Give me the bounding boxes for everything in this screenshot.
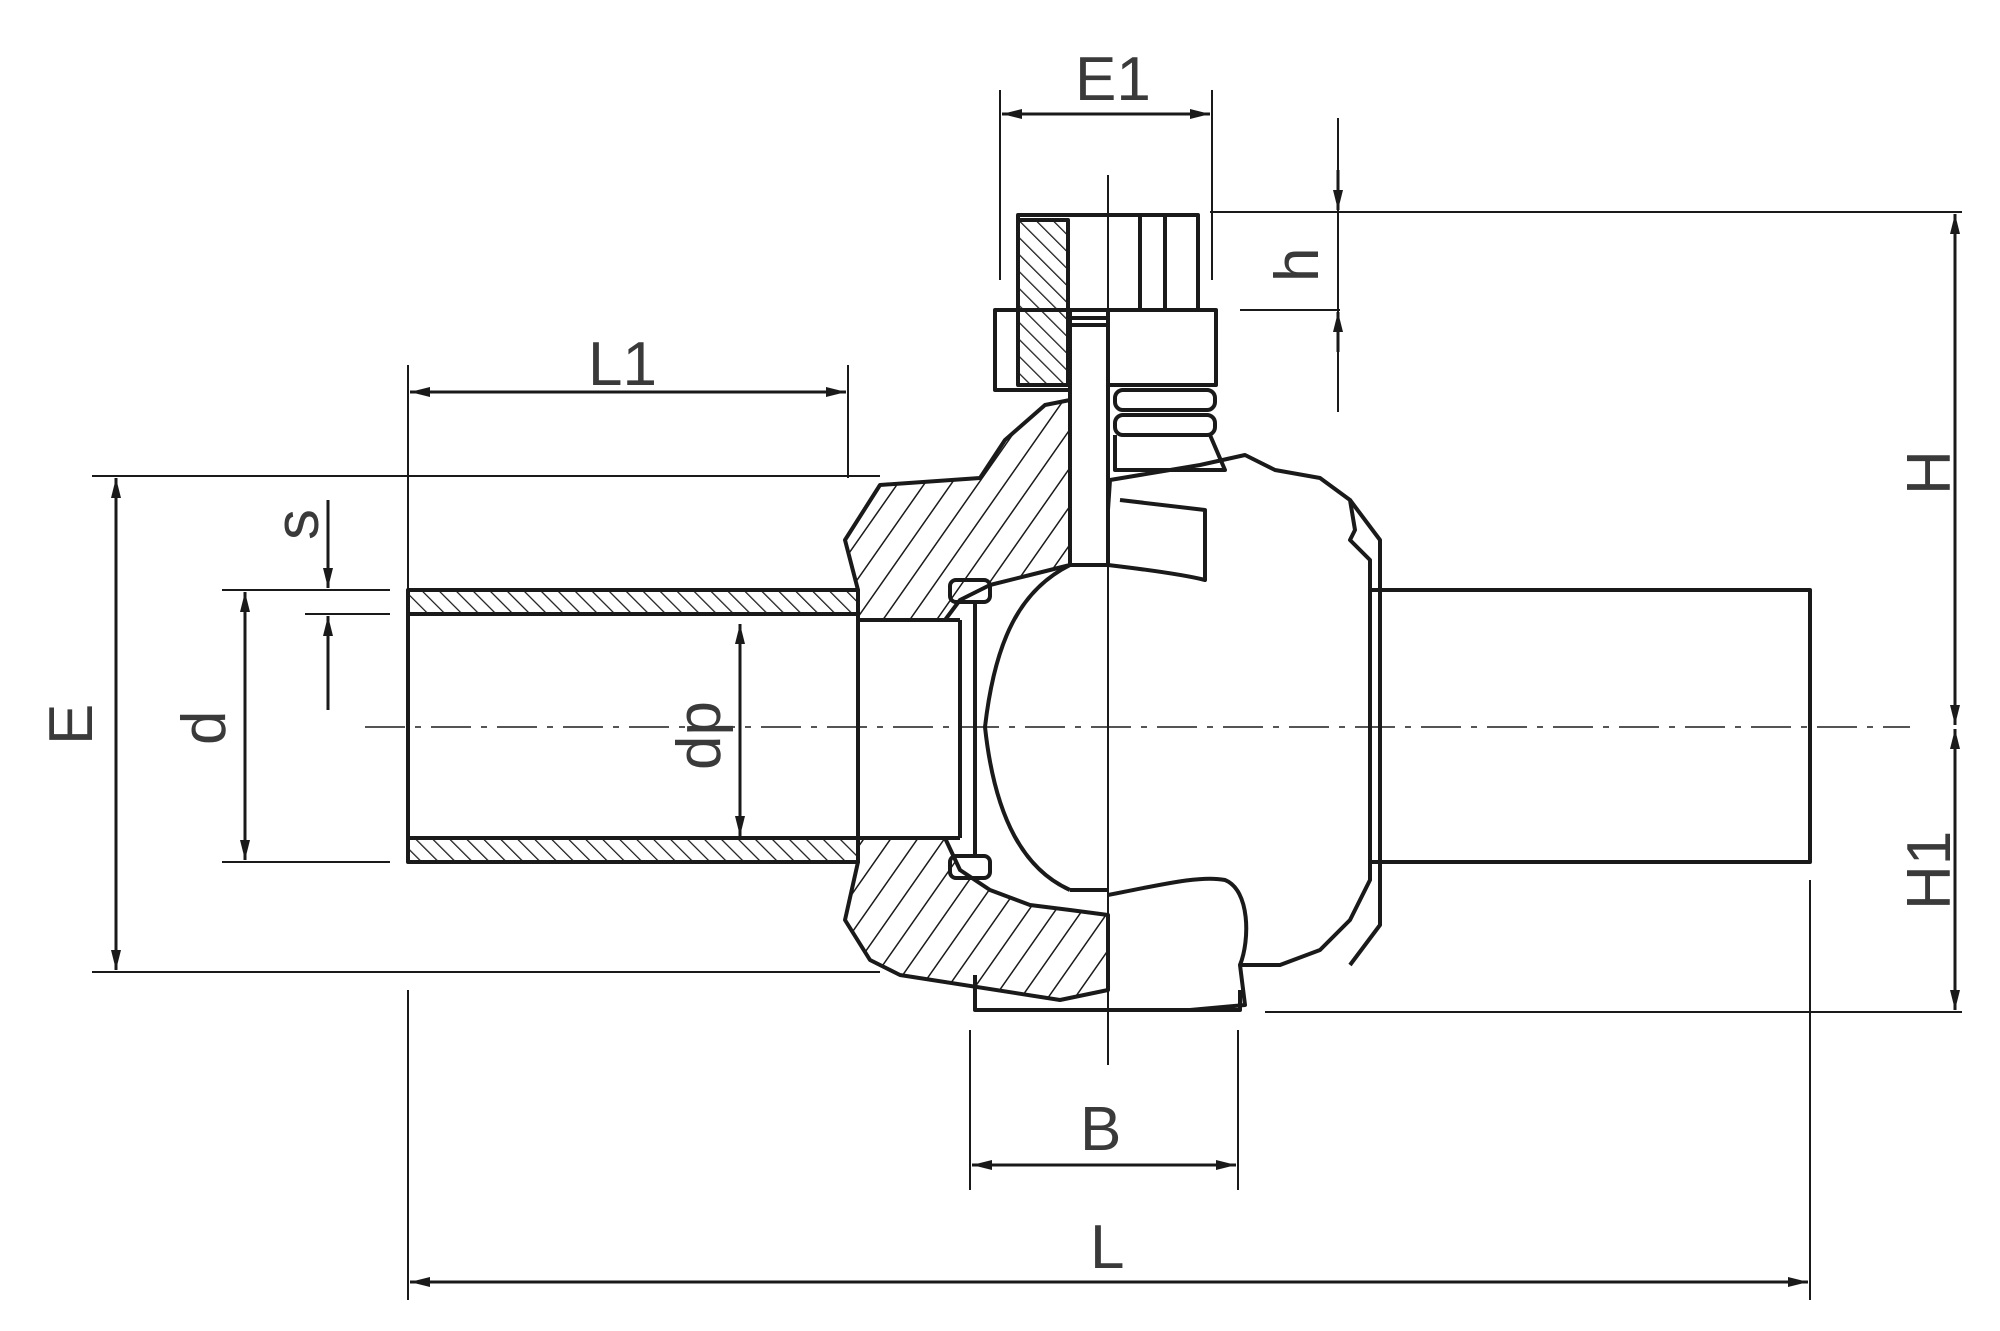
dimension-labels: E1 h L1 H s E d dp H1 B L	[37, 45, 1964, 1282]
label-E: E	[37, 704, 106, 745]
right-spigot	[1370, 588, 1812, 864]
base-plate	[973, 975, 1242, 1012]
label-L1: L1	[588, 330, 657, 399]
left-body-section	[843, 398, 1110, 1002]
label-H: H	[1895, 450, 1964, 495]
label-B: B	[1080, 1095, 1121, 1164]
label-d: d	[170, 711, 239, 745]
label-L: L	[1090, 1213, 1124, 1282]
seal-rings	[948, 578, 992, 880]
valve-body-right	[983, 453, 1382, 1012]
extension-lines	[92, 90, 1962, 1300]
left-spigot	[406, 588, 860, 864]
inner-bore	[856, 600, 977, 858]
stem-assembly	[993, 213, 1227, 567]
label-H1: H1	[1895, 831, 1964, 910]
label-h: h	[1263, 248, 1332, 282]
label-s: s	[263, 509, 332, 540]
dimension-lines	[111, 109, 1960, 1287]
label-dp: dp	[665, 701, 734, 770]
label-E1: E1	[1075, 45, 1151, 114]
